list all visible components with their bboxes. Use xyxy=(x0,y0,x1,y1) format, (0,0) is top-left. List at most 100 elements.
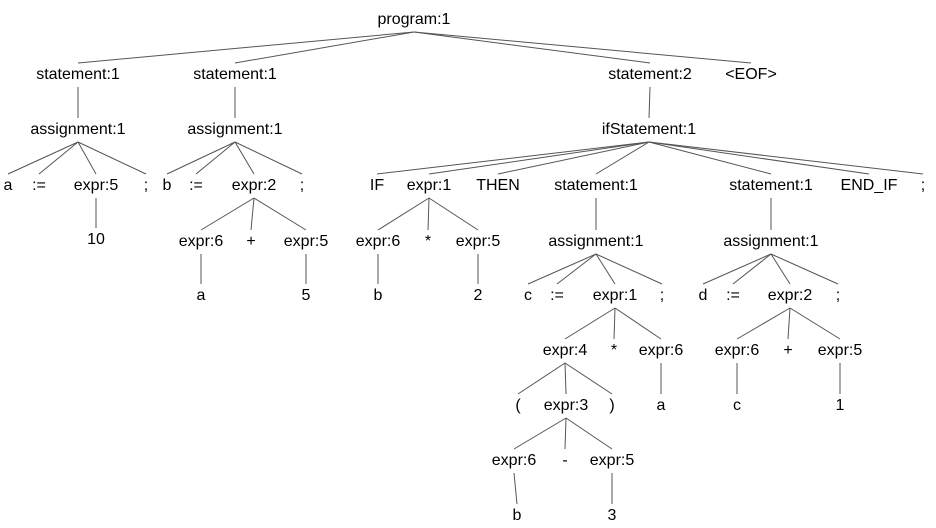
node-expr-5: expr:5 xyxy=(74,177,119,194)
node-b: b xyxy=(163,177,172,194)
tree-edge xyxy=(648,141,870,175)
tree-edge xyxy=(497,141,650,175)
tree-edge xyxy=(770,253,791,285)
tree-edge xyxy=(428,197,479,231)
node-symbol: ; xyxy=(921,177,925,194)
tree-edge xyxy=(513,417,567,450)
node-a: a xyxy=(197,287,206,304)
node-expr-5: expr:5 xyxy=(818,342,863,359)
tree-edges xyxy=(7,31,924,505)
tree-edge xyxy=(789,307,841,340)
node-symbol: ; xyxy=(836,287,840,304)
tree-edge xyxy=(648,86,651,119)
tree-edge xyxy=(702,253,772,285)
node-expr-4: expr:4 xyxy=(543,342,588,359)
tree-edge xyxy=(377,197,430,231)
node-symbol: + xyxy=(783,342,792,359)
tree-edge xyxy=(253,197,307,231)
node-expr-6: expr:6 xyxy=(356,233,401,250)
tree-edge xyxy=(195,141,236,175)
tree-edge xyxy=(200,197,255,231)
node-expr-3: expr:3 xyxy=(544,397,589,414)
node-b: b xyxy=(513,507,522,524)
node-symbol: - xyxy=(562,452,567,469)
tree-edge xyxy=(7,141,79,175)
node-statement-1: statement:1 xyxy=(36,66,120,83)
tree-edge xyxy=(77,141,97,175)
tree-edge xyxy=(595,253,616,285)
node-symbol: ; xyxy=(300,177,304,194)
node-assignment-1: assignment:1 xyxy=(548,233,643,250)
node-expr-2: expr:2 xyxy=(232,177,277,194)
node-a: a xyxy=(657,397,666,414)
tree-edge xyxy=(234,31,415,64)
tree-edge xyxy=(732,253,772,285)
tree-edge xyxy=(564,417,567,450)
node-5: 5 xyxy=(302,287,311,304)
node-symbol: * xyxy=(425,233,431,250)
node-c: c xyxy=(524,287,532,304)
tree-edge xyxy=(234,141,255,175)
node-symbol: + xyxy=(246,233,255,250)
tree-edge xyxy=(413,31,651,64)
tree-node-labels: program:1 statement:1 statement:1 statement… xyxy=(4,11,926,524)
node-assign-op: := xyxy=(32,177,46,194)
tree-edge xyxy=(565,417,613,450)
tree-edge xyxy=(564,362,567,395)
node-assignment-1: assignment:1 xyxy=(30,121,125,138)
tree-edge xyxy=(517,362,566,395)
tree-edge xyxy=(770,253,839,285)
tree-edge xyxy=(513,472,518,505)
tree-edge xyxy=(556,253,597,285)
node-symbol: ; xyxy=(144,177,148,194)
node-expr-1: expr:1 xyxy=(593,287,638,304)
node-expr-6: expr:6 xyxy=(639,342,684,359)
tree-edge xyxy=(527,253,597,285)
tree-edge xyxy=(613,307,616,340)
node-c: c xyxy=(733,397,741,414)
node-assign-op: := xyxy=(550,287,564,304)
tree-edge xyxy=(648,141,924,175)
node-b: b xyxy=(374,287,383,304)
tree-edge xyxy=(427,197,430,231)
tree-edge xyxy=(166,141,236,175)
tree-edge xyxy=(77,141,147,175)
tree-edge xyxy=(376,141,650,175)
tree-edge xyxy=(595,141,650,175)
tree-edge xyxy=(428,141,650,175)
tree-edge xyxy=(787,307,791,340)
node-3: 3 xyxy=(608,507,617,524)
node-assignment-1: assignment:1 xyxy=(723,233,818,250)
node-expr-5: expr:5 xyxy=(590,452,635,469)
node-end-if: END_IF xyxy=(841,177,898,194)
node-a: a xyxy=(4,177,13,194)
node-expr-6: expr:6 xyxy=(715,342,760,359)
node-assign-op: := xyxy=(189,177,203,194)
node-statement-1: statement:1 xyxy=(554,177,638,194)
tree-edge xyxy=(564,307,616,340)
node-1: 1 xyxy=(836,397,845,414)
tree-edge xyxy=(564,362,613,395)
tree-edge xyxy=(38,141,79,175)
node-expr-6: expr:6 xyxy=(179,233,224,250)
node-then: THEN xyxy=(476,177,520,194)
node-eof: <EOF> xyxy=(725,66,777,83)
tree-edge xyxy=(614,307,662,340)
node-assign-op: := xyxy=(726,287,740,304)
node-symbol: ( xyxy=(515,397,521,414)
node-expr-5: expr:5 xyxy=(284,233,329,250)
node-ifstatement-1: ifStatement:1 xyxy=(602,121,696,138)
node-program-1: program:1 xyxy=(378,11,451,28)
tree-edge xyxy=(413,31,752,64)
tree-edge xyxy=(234,141,303,175)
node-2: 2 xyxy=(474,287,483,304)
node-symbol: * xyxy=(611,342,617,359)
node-d: d xyxy=(699,287,708,304)
node-symbol: ) xyxy=(609,397,614,414)
tree-edge xyxy=(77,31,415,64)
node-statement-1: statement:1 xyxy=(193,66,277,83)
node-expr-6: expr:6 xyxy=(492,452,537,469)
tree-edge xyxy=(736,307,791,340)
tree-edge xyxy=(250,197,255,231)
